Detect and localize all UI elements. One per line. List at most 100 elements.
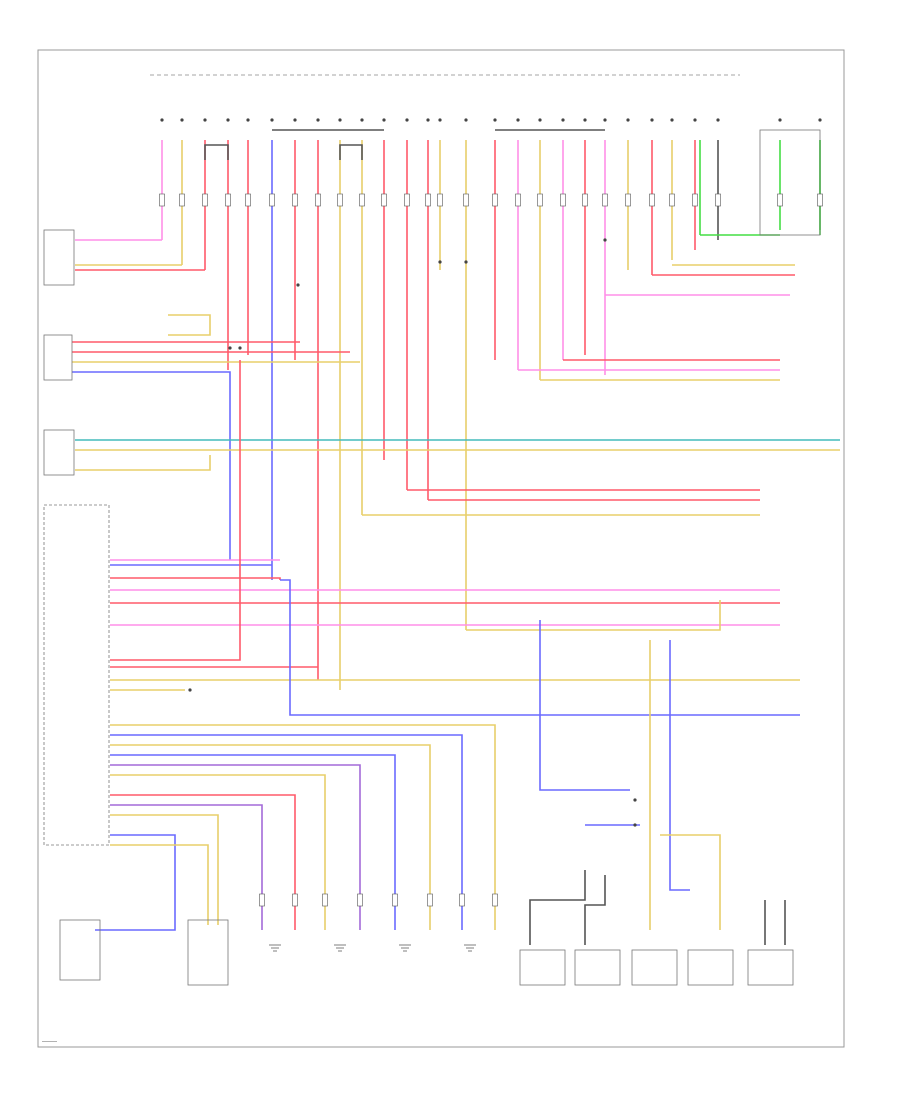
- splice-node-2: [438, 260, 442, 264]
- top-terminal-18: [538, 118, 542, 122]
- wire-blower-4: [72, 371, 231, 560]
- top-terminal-8: [316, 118, 320, 122]
- rear-seat-switch-module: [747, 949, 794, 986]
- top-terminal-9: [338, 118, 342, 122]
- top-connector-28: [817, 193, 823, 207]
- wire-sun-sensor-2: [110, 844, 209, 925]
- wire-module-3: [110, 577, 281, 580]
- top-terminal-12: [405, 118, 409, 122]
- outside-temp-sensor-connector: [43, 429, 75, 476]
- top-terminal-4: [226, 118, 230, 122]
- top-connector-18: [537, 193, 543, 207]
- top-terminal-3: [203, 118, 207, 122]
- ground-symbol-icon: [464, 944, 476, 952]
- top-terminal-25: [693, 118, 697, 122]
- top-connector-24: [669, 193, 675, 207]
- ground-symbol-icon: [334, 944, 346, 952]
- top-connector-12: [404, 193, 410, 207]
- top-connector-2: [179, 193, 185, 207]
- top-terminal-19: [561, 118, 565, 122]
- wire-sensor-run-5: [110, 764, 361, 930]
- wires-layer: [72, 129, 840, 945]
- top-terminal-5: [246, 118, 250, 122]
- sensor-connector-2: [459, 893, 465, 907]
- wire-module-7: [466, 600, 721, 631]
- top-terminal-22: [626, 118, 630, 122]
- wire-module-12: [280, 579, 800, 716]
- splice-node-1: [296, 283, 300, 287]
- sensor-connector-7: [292, 893, 298, 907]
- top-connector-3: [202, 193, 208, 207]
- top-connector-15: [463, 193, 469, 207]
- top-connector-23: [649, 193, 655, 207]
- ground-symbol-icon: [269, 944, 281, 952]
- top-connector-19: [560, 193, 566, 207]
- wire-blower-loop: [168, 314, 211, 336]
- splice-node-3: [464, 260, 468, 264]
- top-connector-13: [425, 193, 431, 207]
- top-connector-17: [515, 193, 521, 207]
- top-connector-10: [359, 193, 365, 207]
- jumper-middle: [339, 144, 363, 160]
- top-connector-11: [381, 193, 387, 207]
- wire-sensor-run-8: [110, 804, 263, 930]
- wire-seat-yellow-2: [660, 834, 721, 930]
- splice-node-5: [228, 346, 232, 350]
- splice-node-4: [603, 238, 607, 242]
- wire-sensor-run-6: [110, 774, 326, 930]
- wire-seat-blue: [539, 620, 630, 791]
- top-terminal-27: [778, 118, 782, 122]
- wire-ambient-sensor: [95, 834, 176, 931]
- top-terminal-6: [270, 118, 274, 122]
- sun-sensor-connector: [187, 919, 229, 986]
- top-connector-25: [692, 193, 698, 207]
- top-terminal-21: [603, 118, 607, 122]
- splice-node-9: [188, 688, 192, 692]
- top-terminal-11: [382, 118, 386, 122]
- top-connector-4: [225, 193, 231, 207]
- top-connector-6: [269, 193, 275, 207]
- top-terminal-16: [493, 118, 497, 122]
- blower-motor-connector: [43, 334, 73, 381]
- top-terminal-24: [670, 118, 674, 122]
- diagram-footer-code: ———: [42, 1039, 57, 1045]
- components-layer: [43, 74, 823, 986]
- top-connector-21: [602, 193, 608, 207]
- top-connector-22: [625, 193, 631, 207]
- splice-node-6: [238, 346, 242, 350]
- top-connector-7: [292, 193, 298, 207]
- diagram-border: [37, 49, 845, 1048]
- right-seat-heater-module: [574, 949, 621, 986]
- sensor-connector-6: [322, 893, 328, 907]
- wire-sensor-run-4: [110, 754, 396, 930]
- left-seat-heater-module: [519, 949, 566, 986]
- top-terminal-1: [160, 118, 164, 122]
- wire-sensor-run-7: [110, 794, 296, 930]
- top-terminal-26: [716, 118, 720, 122]
- top-terminal-20: [583, 118, 587, 122]
- top-connector-26: [715, 193, 721, 207]
- wire-seat-blue-2: [669, 640, 690, 891]
- top-connector-9: [337, 193, 343, 207]
- right-rear-seat-heater-module: [687, 949, 734, 986]
- sensor-connector-4: [392, 893, 398, 907]
- top-terminal-17: [516, 118, 520, 122]
- top-terminal-28: [818, 118, 822, 122]
- wire-seat-gray-2: [584, 875, 606, 945]
- top-terminal-10: [360, 118, 364, 122]
- splice-node-7: [633, 798, 637, 802]
- top-connector-14: [437, 193, 443, 207]
- jumper-left: [204, 144, 229, 160]
- top-terminal-2: [180, 118, 184, 122]
- wire-seat-gray-1: [529, 870, 586, 945]
- wire-sensor-run-3: [110, 744, 431, 930]
- wire-sensor-return: [75, 455, 211, 471]
- left-sensor-connector: [43, 229, 75, 286]
- ambient-sensor-connector: [59, 919, 101, 981]
- ground-symbol-icon: [399, 944, 411, 952]
- top-connector-5: [245, 193, 251, 207]
- aux-heater-connector: [759, 129, 821, 236]
- sensor-connector-3: [427, 893, 433, 907]
